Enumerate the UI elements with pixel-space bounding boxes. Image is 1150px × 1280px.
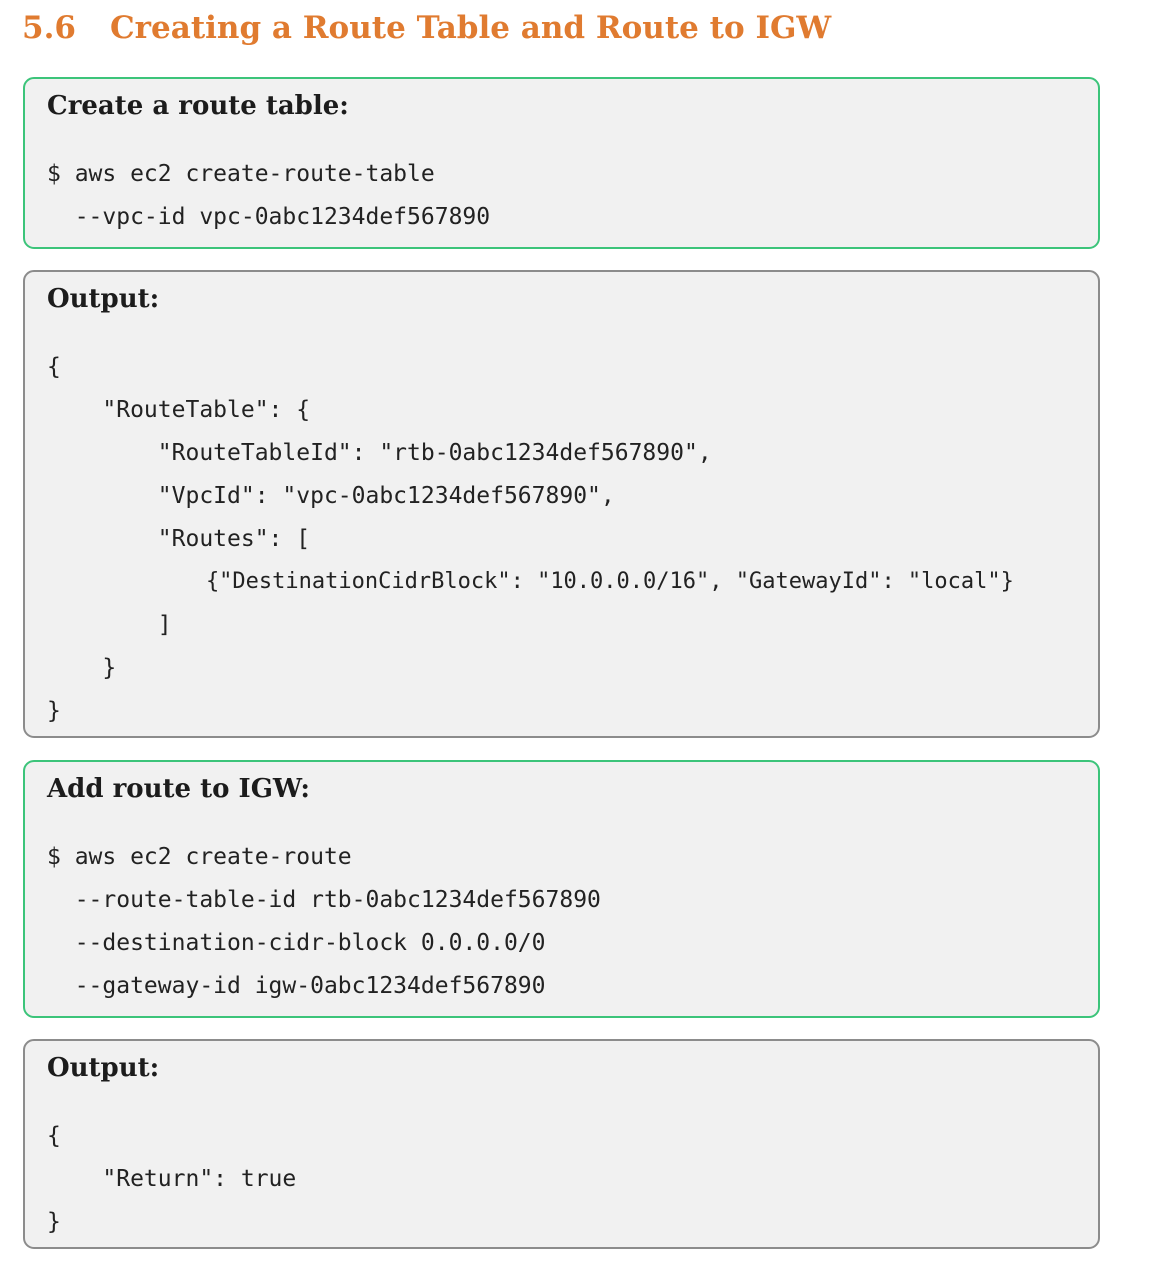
- add-route-command-block: Add route to IGW: $ aws ec2 create-route…: [23, 760, 1100, 1018]
- code-line: }: [47, 698, 61, 724]
- code-line: $ aws ec2 create-route-table: [47, 161, 435, 187]
- route-table-output-block: Output: { "RouteTable": { "RouteTableId"…: [23, 270, 1100, 738]
- code-line: {"DestinationCidrBlock": "10.0.0.0/16", …: [47, 569, 1014, 594]
- code-line: "RouteTable": {: [47, 397, 311, 423]
- code-line: "VpcId": "vpc-0abc1234def567890",: [47, 483, 615, 509]
- code-line: --destination-cidr-block 0.0.0.0/0: [47, 930, 546, 956]
- code-line: "Return": true: [47, 1166, 297, 1192]
- code-line: "Routes": [: [47, 526, 311, 552]
- code-line: {: [47, 354, 61, 380]
- block-title: Add route to IGW:: [47, 774, 310, 804]
- code-line: }: [47, 655, 117, 681]
- code-line: --route-table-id rtb-0abc1234def567890: [47, 887, 601, 913]
- block-title: Create a route table:: [47, 91, 349, 121]
- section-title: Creating a Route Table and Route to IGW: [110, 10, 832, 46]
- block-title: Output:: [47, 1053, 160, 1083]
- code-line: --gateway-id igw-0abc1234def567890: [47, 973, 546, 999]
- create-route-table-command-block: Create a route table: $ aws ec2 create-r…: [23, 77, 1100, 249]
- section-heading: 5.6 Creating a Route Table and Route to I…: [22, 6, 831, 50]
- block-title: Output:: [47, 284, 160, 314]
- section-number: 5.6: [22, 10, 76, 46]
- code-line: "RouteTableId": "rtb-0abc1234def567890",: [47, 440, 712, 466]
- code-line: --vpc-id vpc-0abc1234def567890: [47, 204, 491, 230]
- code-line: {: [47, 1123, 61, 1149]
- code-line: $ aws ec2 create-route: [47, 844, 352, 870]
- code-line: }: [47, 1209, 61, 1235]
- add-route-output-block: Output: { "Return": true }: [23, 1039, 1100, 1249]
- code-line: ]: [47, 612, 172, 638]
